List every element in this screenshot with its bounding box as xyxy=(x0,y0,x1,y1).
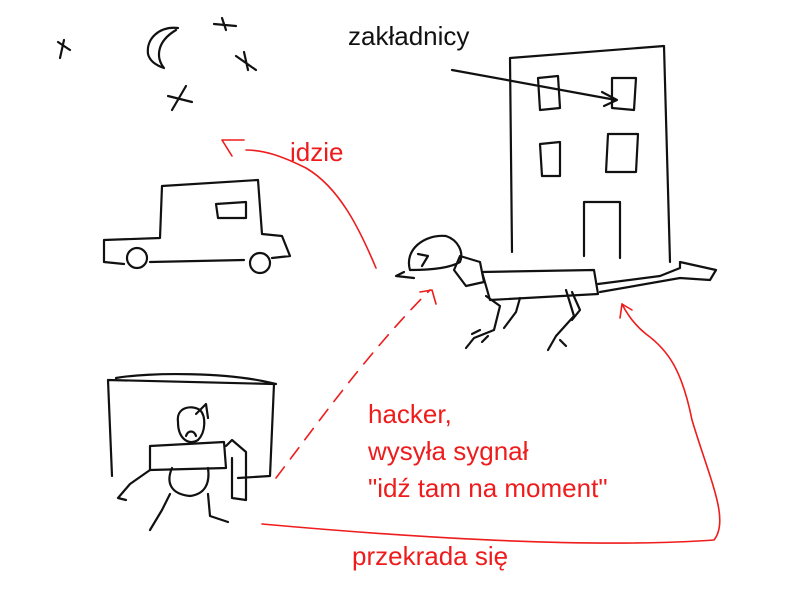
star-icon xyxy=(234,50,258,72)
hostages-label: zakładnicy xyxy=(348,21,470,51)
star-icon xyxy=(166,84,194,112)
hostages-arrow xyxy=(450,68,619,108)
night-sky xyxy=(56,16,258,112)
goes-label: idzie xyxy=(290,137,344,167)
hacker-label: hacker, wysyła sygnał "idź tam na moment… xyxy=(368,396,608,507)
signal-arrow xyxy=(275,289,437,479)
star-icon xyxy=(212,16,238,32)
robot-dog-icon xyxy=(394,234,718,352)
moon-icon xyxy=(146,26,180,70)
building-icon xyxy=(508,44,672,264)
star-icon xyxy=(56,38,72,60)
hacker-label-line: wysyła sygnał xyxy=(368,436,529,466)
hacker-figure-icon xyxy=(106,372,278,532)
hacker-label-line: "idź tam na moment" xyxy=(368,473,608,503)
hacker-label-line: hacker, xyxy=(368,399,452,429)
car-icon xyxy=(102,178,292,275)
sneaks-arrow xyxy=(261,303,721,544)
sneaks-label: przekrada się xyxy=(352,541,509,571)
goes-arrow xyxy=(221,139,377,269)
